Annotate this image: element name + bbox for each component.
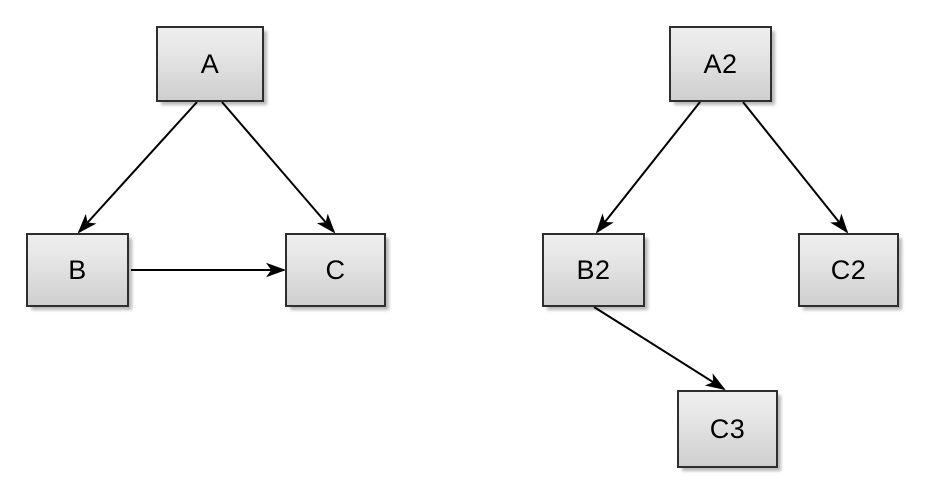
node-a2[interactable]: A2 <box>669 26 772 102</box>
edge-a-to-b <box>77 101 198 234</box>
node-a[interactable]: A <box>156 26 264 102</box>
edge-a-to-c <box>221 101 336 234</box>
node-label-c: C <box>325 254 346 285</box>
node-b2[interactable]: B2 <box>542 233 645 307</box>
edges-group <box>77 101 849 391</box>
node-c3[interactable]: C3 <box>677 390 778 468</box>
node-c[interactable]: C <box>285 233 386 307</box>
node-label-a2: A2 <box>703 48 738 79</box>
node-c2[interactable]: C2 <box>798 233 899 307</box>
node-label-a: A <box>200 48 220 79</box>
node-label-b2: B2 <box>576 254 611 285</box>
node-label-b: B <box>68 254 87 285</box>
node-label-c3: C3 <box>709 413 746 444</box>
node-label-c2: C2 <box>830 254 867 285</box>
node-b[interactable]: B <box>26 233 129 307</box>
edge-a2-to-b2 <box>595 101 701 234</box>
edge-b2-to-c3 <box>593 306 726 391</box>
edge-a2-to-c2 <box>742 101 849 234</box>
